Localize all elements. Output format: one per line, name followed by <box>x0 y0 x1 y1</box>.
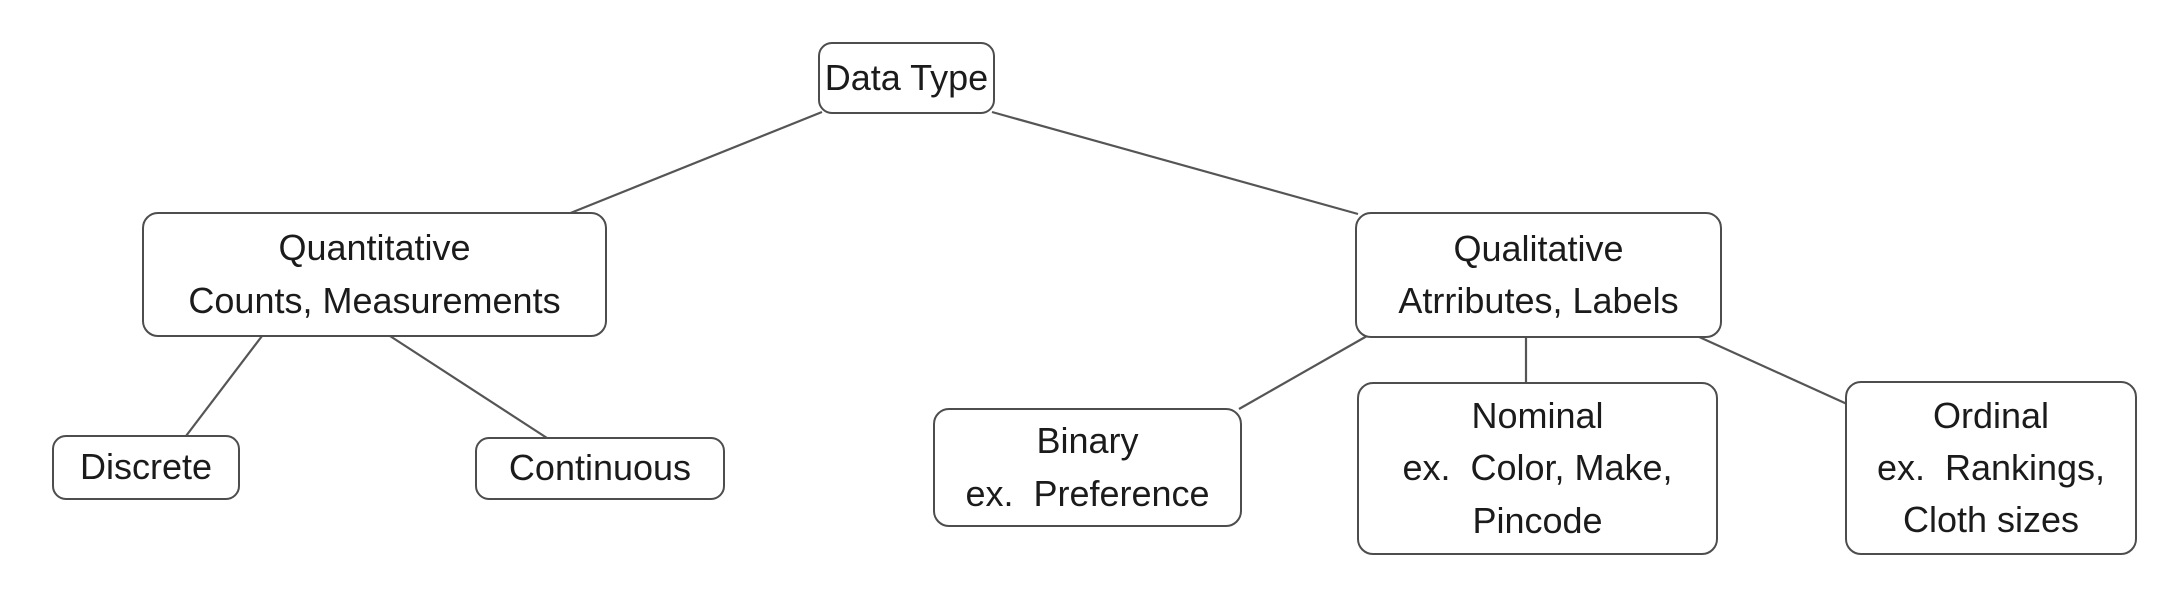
node-data-type: Data Type <box>818 42 995 114</box>
node-ordinal-example-line2: Cloth sizes <box>1902 499 2080 541</box>
node-quantitative: Quantitative Counts, Measurements <box>142 212 607 337</box>
node-binary: Binary ex. Preference <box>933 408 1242 527</box>
node-nominal: Nominal ex. Color, Make, Pincode <box>1357 382 1718 555</box>
node-binary-label: Binary <box>1036 420 1139 462</box>
node-ordinal: Ordinal ex. Rankings, Cloth sizes <box>1845 381 2137 555</box>
node-discrete-label: Discrete <box>79 446 213 488</box>
node-nominal-label: Nominal <box>1471 395 1604 437</box>
node-qualitative: Qualitative Atrributes, Labels <box>1355 212 1722 338</box>
node-quantitative-title: Quantitative <box>278 227 471 269</box>
node-continuous-label: Continuous <box>508 447 692 489</box>
edge-qualitative-binary <box>1238 335 1368 410</box>
node-ordinal-label: Ordinal <box>1932 394 2050 436</box>
node-ordinal-example-line1: ex. Rankings, <box>1876 446 2106 488</box>
edge-root-quantitative <box>567 110 823 216</box>
node-continuous: Continuous <box>475 437 725 500</box>
node-nominal-example-line1: ex. Color, Make, <box>1402 447 1673 489</box>
edge-root-qualitative <box>991 110 1359 216</box>
edge-qualitative-ordinal <box>1696 334 1848 406</box>
node-quantitative-subtitle: Counts, Measurements <box>188 279 561 321</box>
node-data-type-label: Data Type <box>824 56 989 98</box>
node-binary-example: ex. Preference <box>965 472 1210 514</box>
node-qualitative-title: Qualitative <box>1453 227 1624 269</box>
edge-quantitative-continuous <box>389 335 548 439</box>
node-nominal-example-line2: Pincode <box>1472 499 1603 541</box>
edge-quantitative-discrete <box>185 335 263 437</box>
node-discrete: Discrete <box>52 435 240 500</box>
node-qualitative-subtitle: Atrributes, Labels <box>1398 280 1679 321</box>
